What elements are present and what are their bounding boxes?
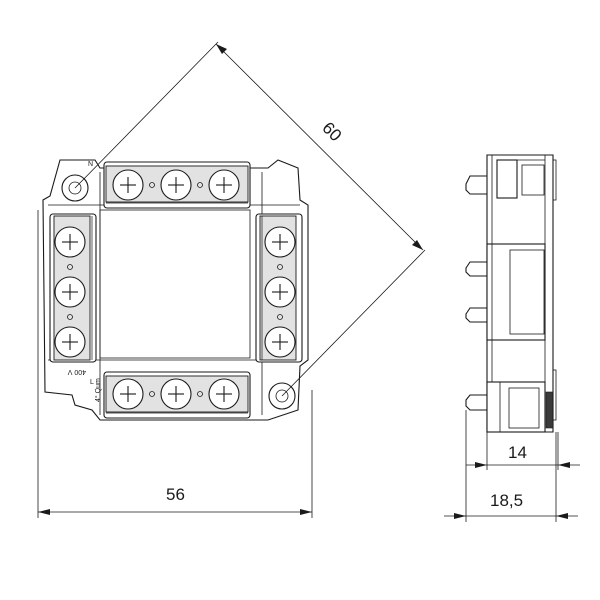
dimension-label-width: 56 bbox=[166, 485, 185, 504]
screw-terminal bbox=[54, 326, 86, 358]
screw-terminal bbox=[208, 378, 240, 410]
marking-l: L bbox=[90, 379, 94, 386]
dimension-diagonal: 60 bbox=[74, 41, 426, 397]
dimension-depth-inner: 14 bbox=[466, 432, 580, 470]
terminal-strip-left bbox=[49, 213, 97, 363]
screw-terminal bbox=[264, 226, 296, 258]
terminal-strip-bottom bbox=[103, 371, 251, 419]
screw-terminal bbox=[160, 169, 192, 201]
dimension-width: 56 bbox=[37, 210, 313, 518]
marking-voltage: 400 V bbox=[67, 368, 86, 375]
screw-terminal bbox=[264, 276, 296, 308]
side-view bbox=[465, 154, 557, 433]
marking-cross-section: 4° Qum bbox=[94, 378, 102, 402]
front-view: N 400 V 4° Qum L bbox=[42, 159, 309, 421]
terminal-strip-right bbox=[255, 213, 303, 363]
housing-outline bbox=[42, 159, 309, 421]
screw-terminal bbox=[54, 226, 86, 258]
dimension-depth-total: 18,5 bbox=[444, 410, 578, 522]
screw-terminal bbox=[54, 276, 86, 308]
screw-terminal bbox=[208, 169, 240, 201]
dimension-label-depth-total: 18,5 bbox=[490, 491, 523, 510]
marking-n: N bbox=[88, 161, 93, 168]
center-window bbox=[99, 209, 251, 359]
screw-terminal bbox=[112, 378, 144, 410]
screw-terminal bbox=[112, 169, 144, 201]
screw-terminal bbox=[160, 378, 192, 410]
dimension-label-depth-inner: 14 bbox=[508, 443, 527, 462]
screw-terminal bbox=[264, 326, 296, 358]
dimension-label-diagonal: 60 bbox=[318, 118, 345, 145]
terminal-strip-top bbox=[103, 161, 251, 209]
